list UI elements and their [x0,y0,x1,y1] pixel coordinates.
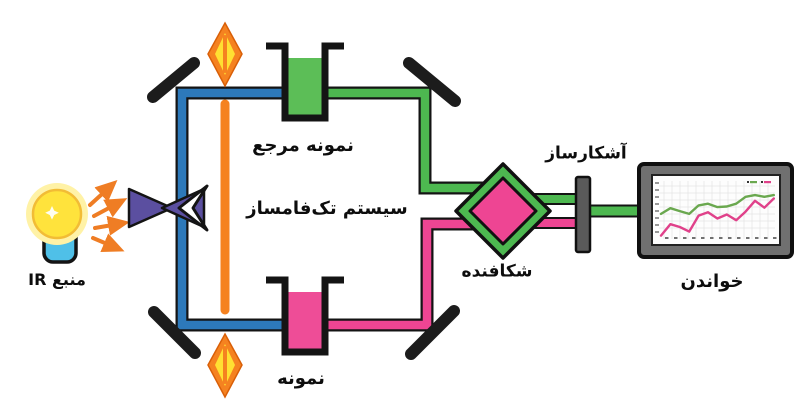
green-beam [322,88,500,193]
chopper-diamond-bottom-icon [207,332,243,399]
mirror-bottom-right-icon [405,305,460,360]
chopper-diamond-top-icon [207,21,243,88]
sample-liquid [286,292,324,352]
beam-paths [175,86,655,332]
mirrors [147,57,461,360]
detector-bar [574,175,592,254]
chart-gridlines [655,181,777,239]
ir-rays-icon [88,179,130,252]
readout-label: خواندن [680,271,744,292]
monitor-screen [651,174,781,246]
bulb-sparkle [45,206,59,220]
chart-legend [747,181,771,184]
reference-liquid [286,58,324,118]
bulb-icon [31,188,83,240]
reference-cell-walls [266,42,344,122]
readout-trace-pink [659,197,775,237]
source-label: منبع IR [28,270,86,289]
splitter-label: شکافنده [461,261,533,282]
pink-beam [322,219,500,330]
mirror-top-left-icon [147,57,200,103]
prism-arrow-icon [177,184,209,232]
sample-cell-walls [266,276,344,356]
chopper [207,21,243,399]
mirror-top-right-icon [403,57,461,107]
mirror-bottom-left-icon [148,306,201,359]
ir-source [26,179,130,264]
sample-label: نمونه [277,368,325,389]
beam-splitter [454,162,552,260]
readout-trace-green [659,193,775,216]
detector-label: آشکارساز [545,143,627,164]
prism-left [127,187,174,229]
reference-label: نمونه مرجع [252,135,354,156]
sample-cell [266,276,344,356]
readout-monitor [637,162,794,259]
reference-cell [266,42,344,122]
splitter-inner [468,176,538,246]
monochromator-label: سیستم تک‌فامساز [246,198,408,219]
entrance-prism [127,184,209,232]
